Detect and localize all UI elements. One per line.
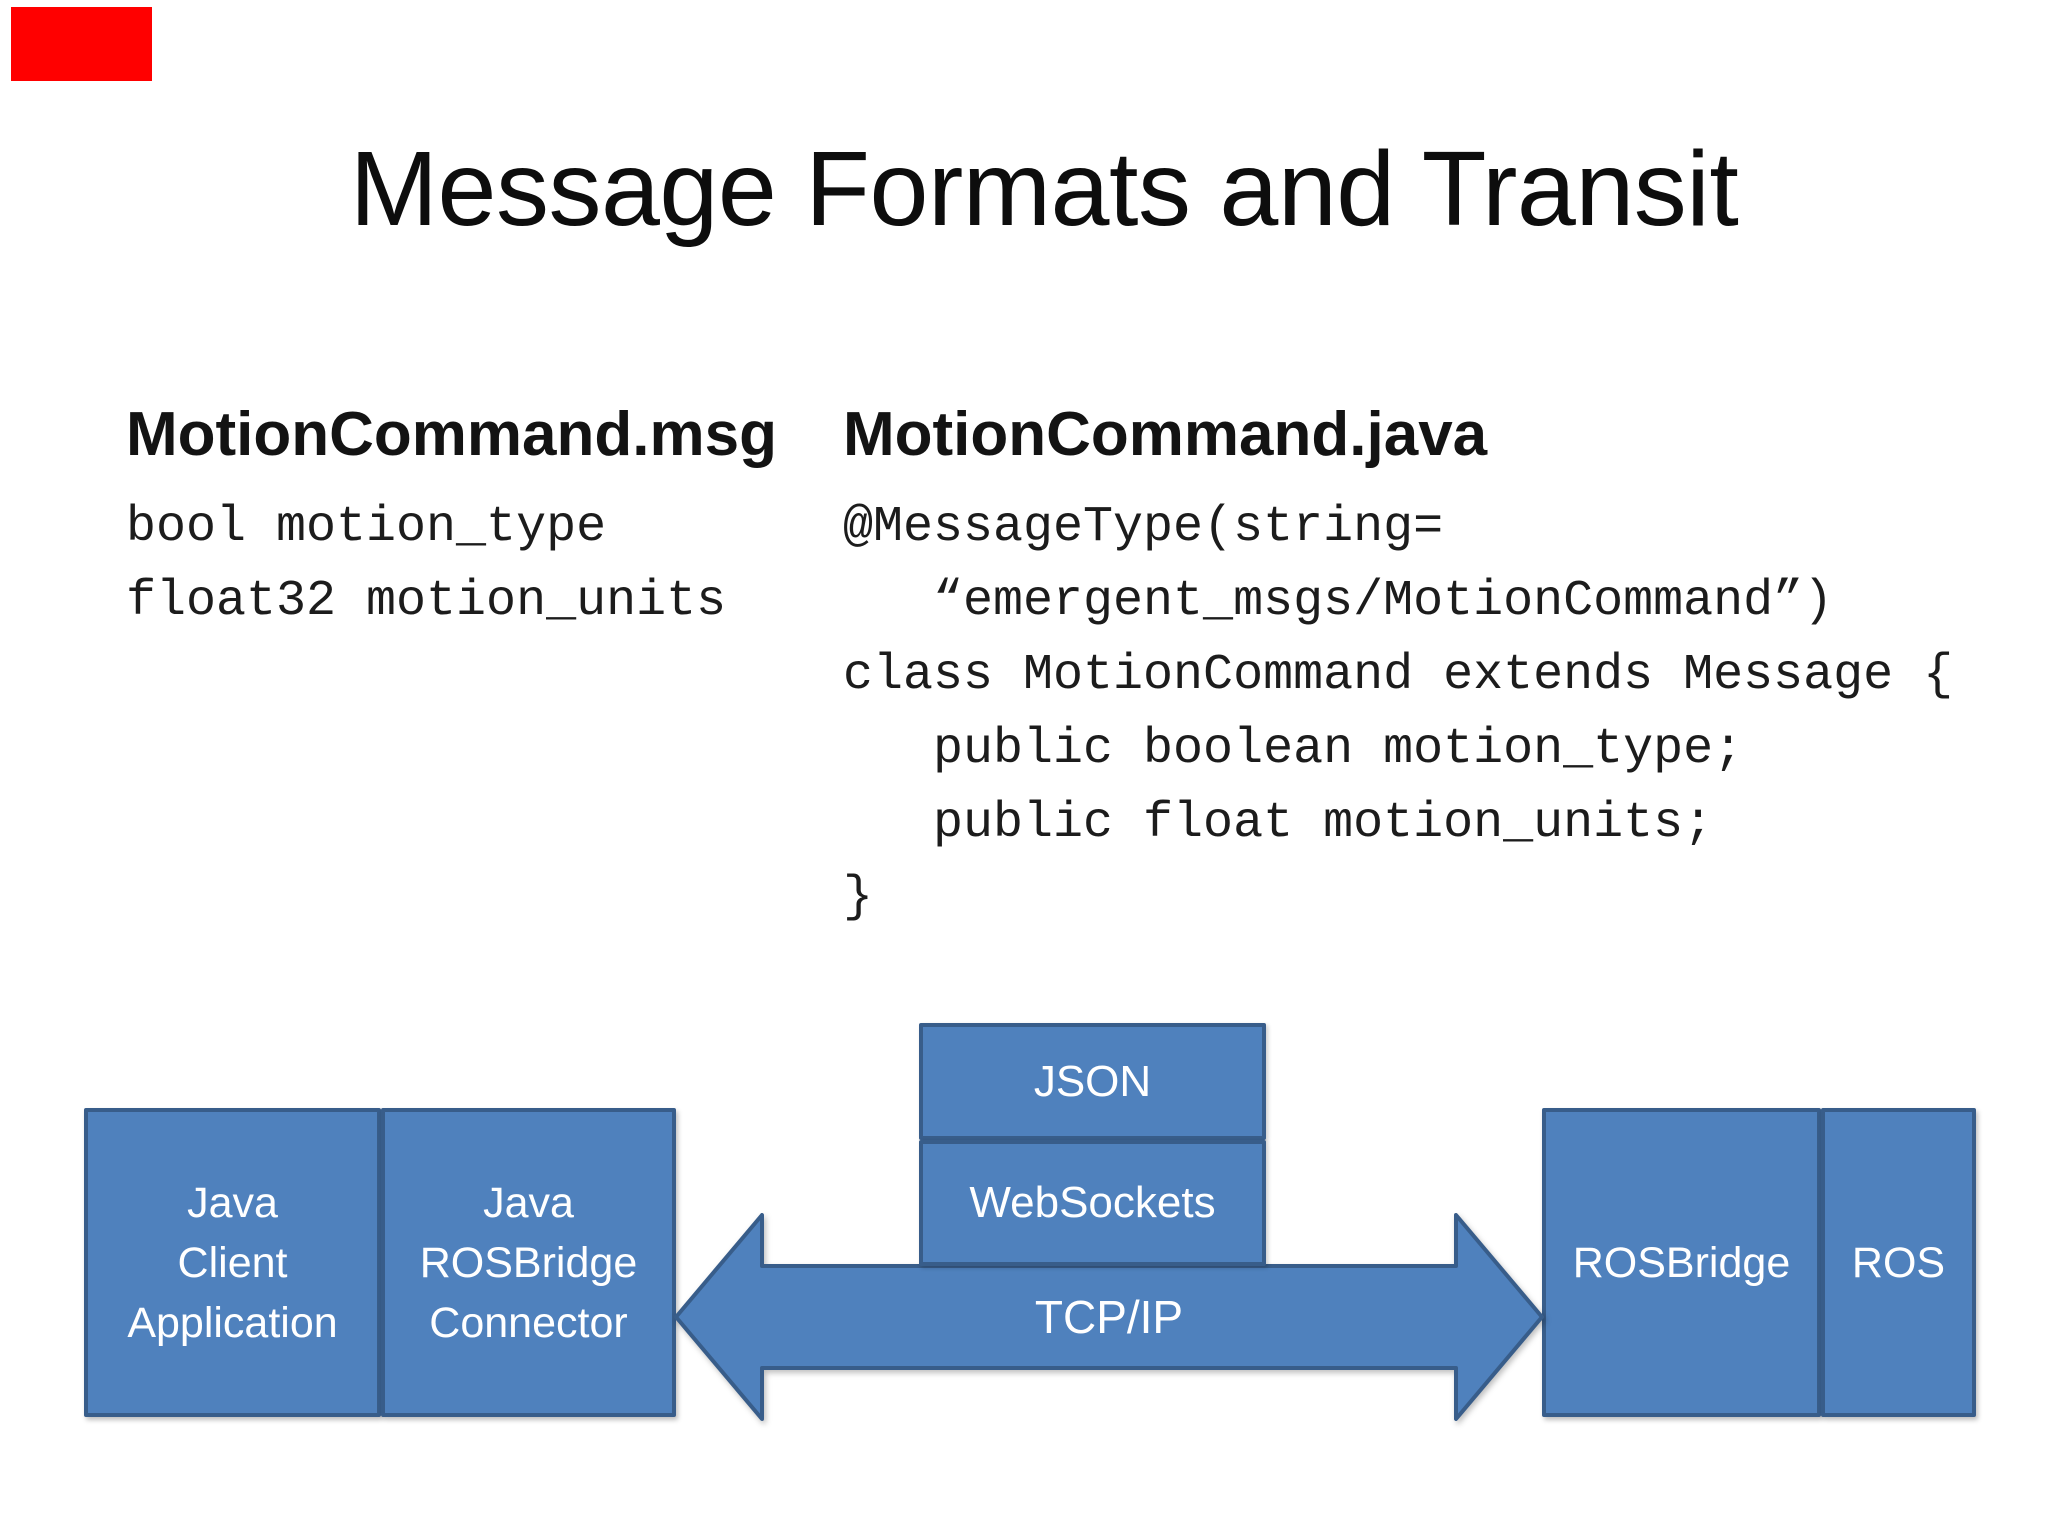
java-code-block: @MessageType(string= “emergent_msgs/Moti…	[843, 499, 1954, 926]
tcpip-label: TCP/IP	[1034, 1291, 1184, 1343]
box-label-line: Connector	[429, 1298, 628, 1347]
ros-box: ROS	[1821, 1108, 1976, 1417]
java-client-application-box: Java Client Application	[84, 1108, 381, 1417]
box-label-line: Application	[127, 1298, 338, 1347]
websockets-box-label: WebSockets	[969, 1178, 1216, 1227]
box-label-line: Java	[483, 1178, 574, 1227]
slide-title: Message Formats and Transit	[349, 130, 1739, 248]
box-label-line: ROSBridge	[419, 1238, 638, 1287]
msg-code-block: bool motion_type float32 motion_units	[126, 499, 727, 630]
arrow-shape	[674, 1213, 1544, 1421]
json-box: JSON	[919, 1023, 1266, 1140]
server-side-group: ROSBridge ROS	[1542, 1108, 1976, 1417]
json-box-label: JSON	[1033, 1056, 1152, 1106]
ros-box-label: ROS	[1851, 1238, 1946, 1287]
java-rosbridge-connector-box: Java ROSBridge Connector	[381, 1108, 676, 1417]
rosbridge-box-label: ROSBridge	[1572, 1238, 1791, 1287]
rosbridge-box: ROSBridge	[1542, 1108, 1821, 1417]
java-file-heading: MotionCommand.java	[843, 400, 1488, 469]
client-side-group: Java Client Application Java ROSBridge C…	[84, 1108, 676, 1417]
bidirectional-arrow	[674, 1213, 1544, 1421]
websockets-box: WebSockets	[919, 1140, 1266, 1266]
msg-file-heading: MotionCommand.msg	[126, 400, 777, 469]
red-corner-marker	[11, 7, 152, 81]
box-label-line: Client	[177, 1238, 288, 1287]
box-label-line: Java	[187, 1178, 278, 1227]
